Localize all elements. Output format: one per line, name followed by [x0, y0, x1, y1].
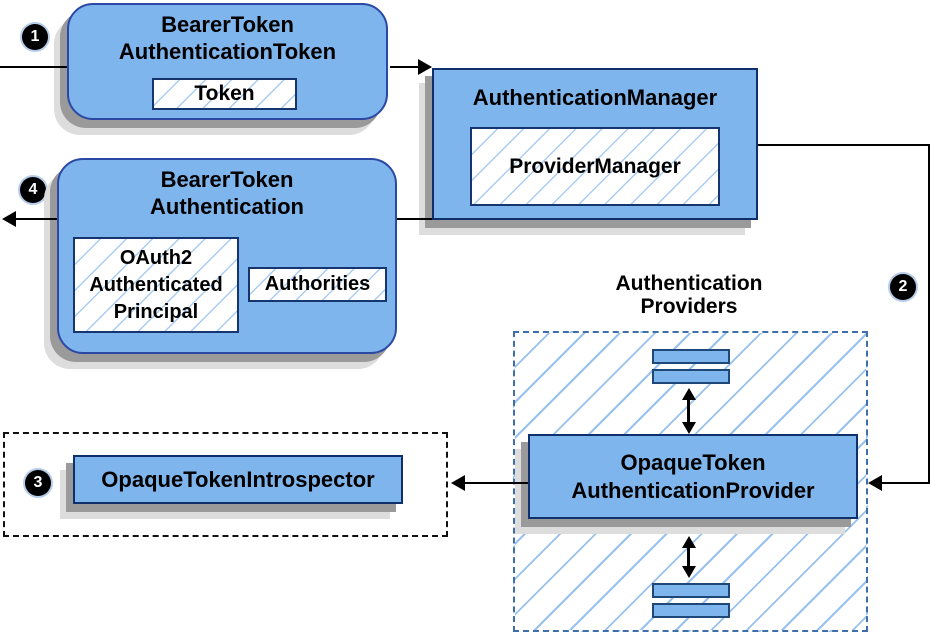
- node-authentication-manager: AuthenticationManager ProviderManager: [432, 68, 758, 220]
- edge-manager-to-provider-arrowhead: [868, 475, 882, 491]
- title-line: BearerToken: [160, 167, 294, 192]
- double-arrow-down-head: [682, 422, 696, 434]
- node-title: AuthenticationManager: [434, 84, 756, 111]
- inner-box-oauth2-authenticated-principal: OAuth2 Authenticated Principal: [73, 237, 239, 333]
- title-line: AuthenticationProvider: [571, 478, 815, 503]
- authentication-providers-header: Authentication Providers: [589, 272, 789, 318]
- node-title: OpaqueToken AuthenticationProvider: [530, 449, 856, 505]
- edge-token-to-manager-line: [390, 66, 420, 68]
- inner-box-provider-manager: ProviderManager: [470, 127, 720, 206]
- inner-box-token: Token: [152, 78, 297, 110]
- title-line: AuthenticationToken: [118, 39, 337, 64]
- principal-line: OAuth2: [119, 246, 193, 269]
- edge-token-to-manager-arrowhead: [418, 59, 432, 75]
- inner-box-authorities: Authorities: [248, 267, 387, 302]
- double-arrow-up-head: [682, 536, 696, 548]
- provider-stub-bar: [652, 603, 730, 618]
- node-bearer-token-authentication-token: BearerToken AuthenticationToken Token: [67, 3, 388, 120]
- badge-step-3-number: 3: [33, 474, 43, 491]
- principal-line: Principal: [113, 300, 199, 323]
- opaque-token-introspector-container: 3 OpaqueTokenIntrospector: [3, 432, 448, 537]
- edge-manager-to-provider-top-line: [758, 144, 930, 146]
- title-line: OpaqueToken: [620, 450, 766, 475]
- header-line: Authentication: [615, 272, 763, 295]
- badge-step-1: 1: [22, 24, 48, 50]
- edge-provider-to-introspector-arrowhead: [451, 475, 465, 491]
- inner-box-authorities-label: Authorities: [264, 273, 371, 295]
- edge-incoming-request-line: [0, 66, 67, 68]
- node-title: BearerToken AuthenticationToken: [69, 11, 386, 65]
- double-arrow-shaft: [687, 546, 690, 568]
- node-title: BearerToken Authentication: [59, 166, 395, 220]
- edge-authentication-out-line: [14, 218, 57, 220]
- inner-box-provider-manager-label: ProviderManager: [509, 154, 681, 178]
- principal-line: Authenticated: [89, 273, 223, 296]
- edge-manager-to-provider-bottom-line: [880, 482, 930, 484]
- badge-step-4: 4: [20, 177, 46, 203]
- provider-stub-bar: [652, 349, 730, 364]
- edge-authentication-out-arrowhead: [2, 211, 16, 227]
- node-opaque-token-introspector: OpaqueTokenIntrospector: [73, 455, 403, 504]
- header-line: Providers: [640, 295, 738, 318]
- edge-provider-to-introspector-line: [463, 482, 528, 484]
- badge-step-2-number: 2: [898, 278, 908, 295]
- node-title: OpaqueTokenIntrospector: [101, 466, 375, 492]
- double-arrow-up-head: [682, 388, 696, 400]
- double-arrow-shaft: [687, 398, 690, 424]
- badge-step-1-number: 1: [30, 28, 40, 45]
- badge-step-3: 3: [25, 470, 51, 496]
- provider-stub-bar: [652, 583, 730, 598]
- edge-manager-to-authentication-line: [397, 218, 432, 220]
- provider-stub-bar: [652, 369, 730, 384]
- edge-manager-to-provider-vertical-line: [928, 144, 930, 484]
- inner-box-principal-label: OAuth2 Authenticated Principal: [89, 245, 222, 326]
- node-bearer-token-authentication: BearerToken Authentication OAuth2 Authen…: [57, 158, 397, 354]
- double-arrow-down-head: [682, 566, 696, 578]
- title-line: Authentication: [150, 194, 304, 219]
- badge-step-2: 2: [890, 274, 916, 300]
- inner-box-token-label: Token: [194, 82, 255, 105]
- authentication-providers-container: OpaqueToken AuthenticationProvider: [513, 331, 868, 632]
- title-line: AuthenticationManager: [472, 85, 718, 110]
- title-line: BearerToken: [161, 12, 294, 37]
- badge-step-4-number: 4: [28, 181, 38, 198]
- node-opaque-token-authentication-provider: OpaqueToken AuthenticationProvider: [528, 434, 858, 519]
